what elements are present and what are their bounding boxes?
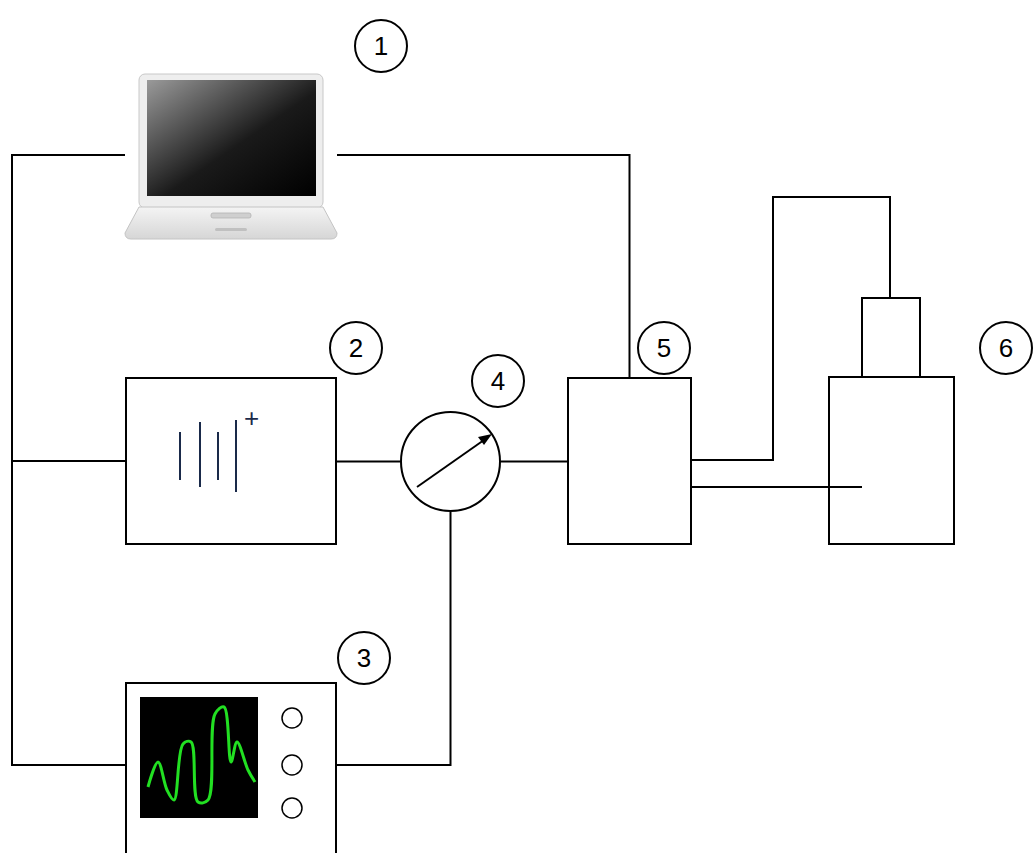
callout-number: 1 <box>354 19 408 73</box>
callout-number: 3 <box>337 631 391 685</box>
laptop-computer: 1 <box>125 73 337 240</box>
device-cell: 6 <box>828 297 955 545</box>
wire <box>692 486 862 488</box>
meter-gauge-art <box>402 413 499 510</box>
device-cell-art <box>828 297 955 545</box>
wire <box>692 197 890 460</box>
meter-gauge: 4 <box>400 411 501 512</box>
power-supply-box: 2 <box>125 377 337 545</box>
callout-number: 5 <box>637 321 691 375</box>
wire <box>337 512 451 765</box>
callout-number: 4 <box>471 354 525 408</box>
interface-box-art <box>569 379 690 543</box>
polarity-sign: + <box>244 405 259 431</box>
callout-number: 6 <box>979 321 1033 375</box>
interface-box: 5 <box>567 377 692 545</box>
power-supply-box-art <box>127 379 335 543</box>
wire <box>501 461 567 463</box>
wire <box>12 155 125 461</box>
oscilloscope: 3 <box>125 682 337 853</box>
wire <box>337 461 400 463</box>
laptop-computer-art <box>125 73 337 240</box>
oscilloscope-art <box>127 684 335 853</box>
callout-number: 2 <box>329 321 383 375</box>
wire <box>12 155 125 765</box>
